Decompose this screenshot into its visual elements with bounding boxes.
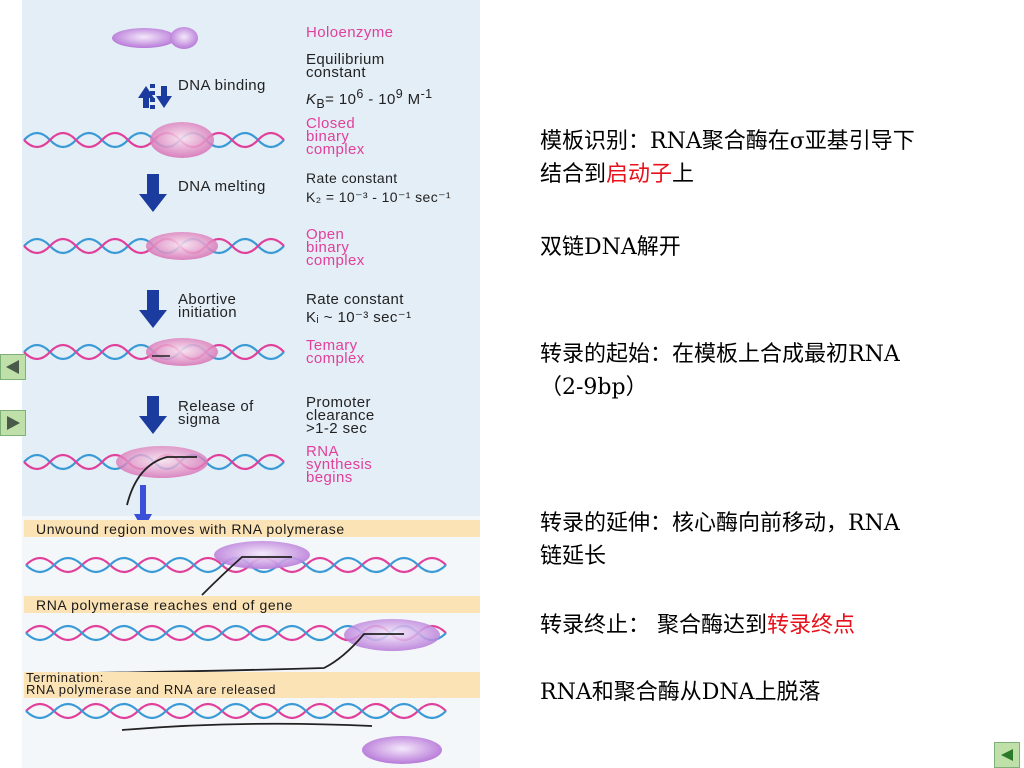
label-unwound-region: Unwound region moves with RNA polymerase <box>36 521 345 537</box>
back-button[interactable] <box>994 742 1020 768</box>
note-elongation: 转录的延伸：核心酶向前移动，RNA <box>540 511 900 536</box>
figure-drawing <box>22 27 480 768</box>
transcription-figure: Holoenzyme Equilibrium constant DNA bind… <box>22 0 480 768</box>
label-closed-binary-complex: Closed binary complex <box>306 115 365 158</box>
dna-helix-3 <box>23 338 285 366</box>
label-k2-equation: K₂ = 10⁻³ - 10⁻¹ sec⁻¹ <box>306 189 451 205</box>
holoenzyme-shape <box>112 27 198 49</box>
dna-binding-arrows <box>138 84 172 109</box>
arrow-release <box>139 396 167 434</box>
label-kb-equation: KB= 106 - 109 M-1 <box>306 87 433 111</box>
dna-elongation <box>25 541 447 596</box>
note-initiation-length: （2-9bp） <box>540 375 648 400</box>
label-open-binary-complex: Open binary complex <box>306 226 365 269</box>
note-template-recognition: 模板识别：RNA聚合酶在σ亚基引导下 <box>540 129 915 154</box>
band-termination <box>24 672 480 698</box>
prev-slide-button[interactable] <box>0 354 26 380</box>
label-holoenzyme: Holoenzyme <box>306 24 394 41</box>
band-unwound <box>24 520 480 537</box>
label-dna-binding: DNA binding <box>178 77 266 94</box>
triangle-left-icon <box>6 360 19 374</box>
note-initiation: 转录的起始：在模板上合成最初RNA <box>540 342 900 367</box>
dna-helix-1 <box>23 122 285 158</box>
dna-termination <box>25 702 447 764</box>
arrow-abortive <box>139 290 167 328</box>
arrow-dna-melting <box>139 174 167 212</box>
note-release: RNA和聚合酶从DNA上脱落 <box>540 680 821 705</box>
label-rate-constant-1: Rate constant <box>306 170 398 186</box>
note-bind-promoter: 结合到启动子上 <box>540 162 695 187</box>
label-rate-constant-2: Rate constant <box>306 291 404 308</box>
note-promoter-highlight: 启动子 <box>606 162 673 187</box>
label-reaches-end: RNA polymerase reaches end of gene <box>36 597 293 613</box>
note-terminator-highlight: 转录终点 <box>767 613 856 638</box>
label-release-of-sigma: Release of sigma <box>178 398 254 428</box>
label-equilibrium-constant: Equilibrium constant <box>306 51 385 81</box>
label-ternary-complex: Temary complex <box>306 337 365 367</box>
triangle-right-icon <box>7 416 20 430</box>
label-termination: Termination: RNA polymerase and RNA are … <box>26 670 277 697</box>
label-rna-synthesis-begins: RNA synthesis begins <box>306 443 373 486</box>
note-termination: 转录终止： 聚合酶达到转录终点 <box>540 613 856 638</box>
label-promoter-clearance: Promoter clearance >1-2 sec <box>306 394 375 437</box>
label-abortive-initiation: Abortive initiation <box>178 291 238 321</box>
dna-helix-2 <box>23 232 285 260</box>
dna-helix-4 <box>23 446 285 506</box>
arrow-to-elongation <box>134 485 152 530</box>
band-reaches-end <box>24 596 480 613</box>
note-dna-unwinds: 双链DNA解开 <box>540 235 681 260</box>
label-ki-equation: Kᵢ ~ 10⁻³ sec⁻¹ <box>306 309 412 326</box>
next-slide-button[interactable] <box>0 410 26 436</box>
label-dna-melting: DNA melting <box>178 178 266 195</box>
triangle-left-icon <box>1001 749 1013 761</box>
note-elongation-cont: 链延长 <box>540 544 607 569</box>
